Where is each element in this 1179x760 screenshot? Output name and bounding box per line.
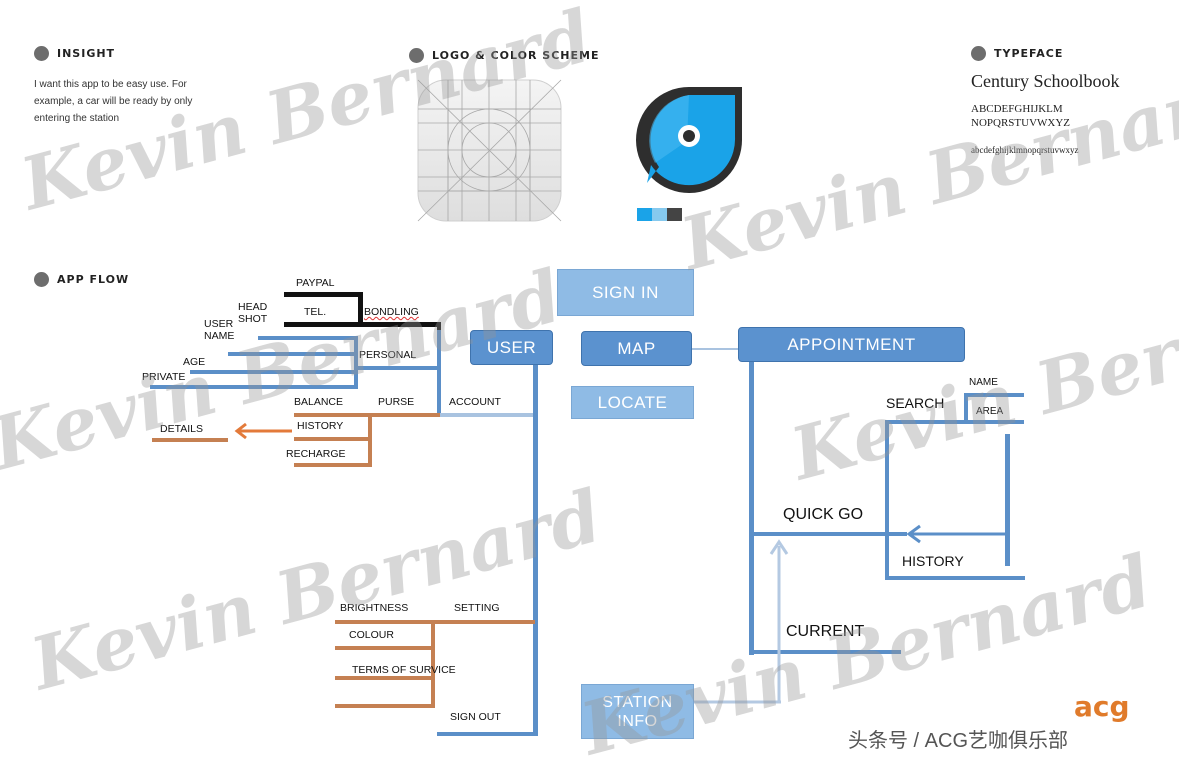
quick-go-label: QUICK GO — [783, 506, 864, 523]
flow-line — [150, 385, 358, 389]
flow-line — [335, 646, 435, 650]
flow-line — [335, 620, 535, 624]
flow-line — [749, 532, 907, 536]
acg-logo-text: acg — [1074, 690, 1130, 723]
bullet-icon — [409, 48, 424, 63]
sign-in-node[interactable]: SIGN IN — [557, 269, 694, 316]
tel-label: TEL. — [304, 306, 327, 318]
typeface-lowercase: abcdefghijklmnopqrstuvwxyz — [971, 145, 1079, 155]
icon-grid-template-icon — [417, 79, 562, 222]
age-label: AGE — [183, 356, 206, 368]
flow-line — [284, 292, 362, 297]
flow-line — [690, 348, 740, 350]
flow-line — [190, 370, 358, 374]
flow-line — [885, 420, 1024, 424]
color-swatches — [637, 208, 682, 221]
flow-line — [294, 437, 368, 441]
typeface-header: TYPEFACE — [971, 46, 1063, 61]
colour-label: COLOUR — [349, 629, 394, 641]
logo-title: LOGO & COLOR SCHEME — [432, 49, 600, 62]
bullet-icon — [34, 272, 49, 287]
insight-header: INSIGHT — [34, 46, 115, 61]
station-info-node[interactable]: STATION INFO — [581, 684, 694, 739]
head-shot-label: HEAD SHOT — [238, 301, 268, 325]
current-label: CURRENT — [786, 623, 865, 640]
flow-line — [437, 330, 441, 416]
sign-out-label: SIGN OUT — [450, 711, 501, 723]
app-flow-header: APP FLOW — [34, 272, 129, 287]
arrow-left-icon — [234, 422, 292, 440]
details-label: DETAILS — [160, 423, 203, 435]
app-flow-title: APP FLOW — [57, 273, 130, 286]
watermark-text: Kevin Bernard — [20, 473, 609, 707]
flow-line — [228, 352, 358, 356]
search-label: SEARCH — [886, 395, 945, 411]
name-label: NAME — [969, 377, 998, 388]
arrow-left-icon — [906, 524, 1010, 544]
flow-line — [885, 576, 1025, 580]
flow-line — [294, 413, 440, 417]
insight-text: I want this app to be easy use. For exam… — [34, 79, 193, 124]
brightness-label: BRIGHTNESS — [340, 602, 409, 614]
flow-line — [358, 292, 363, 325]
footer-text: 头条号 / ACG艺咖俱乐部 — [848, 730, 1069, 752]
bullet-icon — [971, 46, 986, 61]
flow-line — [294, 463, 372, 467]
swatch-blue — [637, 208, 652, 221]
flow-line — [749, 361, 754, 655]
flow-line — [749, 650, 901, 654]
flow-line — [437, 732, 538, 736]
bondling-label: BONDLING — [364, 306, 419, 318]
swatch-light-blue — [652, 208, 667, 221]
map-node[interactable]: MAP — [581, 331, 692, 366]
locate-node[interactable]: LOCATE — [571, 386, 694, 419]
recharge-label: RECHARGE — [286, 448, 346, 460]
terms-label: TERMS OF SURVICE — [352, 664, 456, 676]
flow-line — [368, 413, 372, 467]
user-node[interactable]: USER — [470, 330, 553, 365]
flow-line — [354, 336, 358, 389]
typeface-name: Century Schoolbook — [971, 71, 1120, 91]
private-label: PRIVATE — [142, 371, 186, 383]
flow-line — [258, 336, 358, 340]
paypal-label: PAYPAL — [296, 277, 335, 289]
flow-line — [1005, 434, 1010, 566]
app-logo-icon — [627, 79, 757, 201]
personal-label: PERSONAL — [359, 349, 417, 361]
appointment-node[interactable]: APPOINTMENT — [738, 327, 965, 362]
history-label: HISTORY — [297, 420, 344, 432]
flow-line — [284, 322, 440, 327]
flow-line — [431, 620, 435, 708]
account-label: ACCOUNT — [449, 396, 501, 408]
flow-line — [152, 438, 228, 442]
typeface-uppercase: ABCDEFGHIJKLM NOPQRSTUVWXYZ — [971, 103, 1070, 129]
swatch-dark — [667, 208, 682, 221]
flow-line — [335, 676, 435, 680]
insight-title: INSIGHT — [57, 47, 116, 60]
flow-line — [354, 366, 440, 370]
logo-header: LOGO & COLOR SCHEME — [409, 48, 599, 63]
user-name-label: USER NAME — [204, 318, 235, 342]
flow-line — [335, 704, 435, 708]
balance-label: BALANCE — [294, 396, 344, 408]
flow-line — [437, 322, 441, 330]
area-label: AREA — [976, 406, 1004, 417]
flow-line — [964, 393, 1024, 397]
history-right-label: HISTORY — [902, 553, 964, 569]
bullet-icon — [34, 46, 49, 61]
flow-line — [964, 393, 968, 424]
acg-logo-icon: acg — [1074, 690, 1130, 723]
purse-label: PURSE — [378, 396, 415, 408]
arrow-up-icon — [694, 539, 789, 704]
flow-line — [885, 420, 889, 580]
typeface-title: TYPEFACE — [994, 47, 1064, 60]
flow-line — [437, 413, 537, 417]
flow-line — [533, 362, 538, 736]
setting-label: SETTING — [454, 602, 500, 614]
